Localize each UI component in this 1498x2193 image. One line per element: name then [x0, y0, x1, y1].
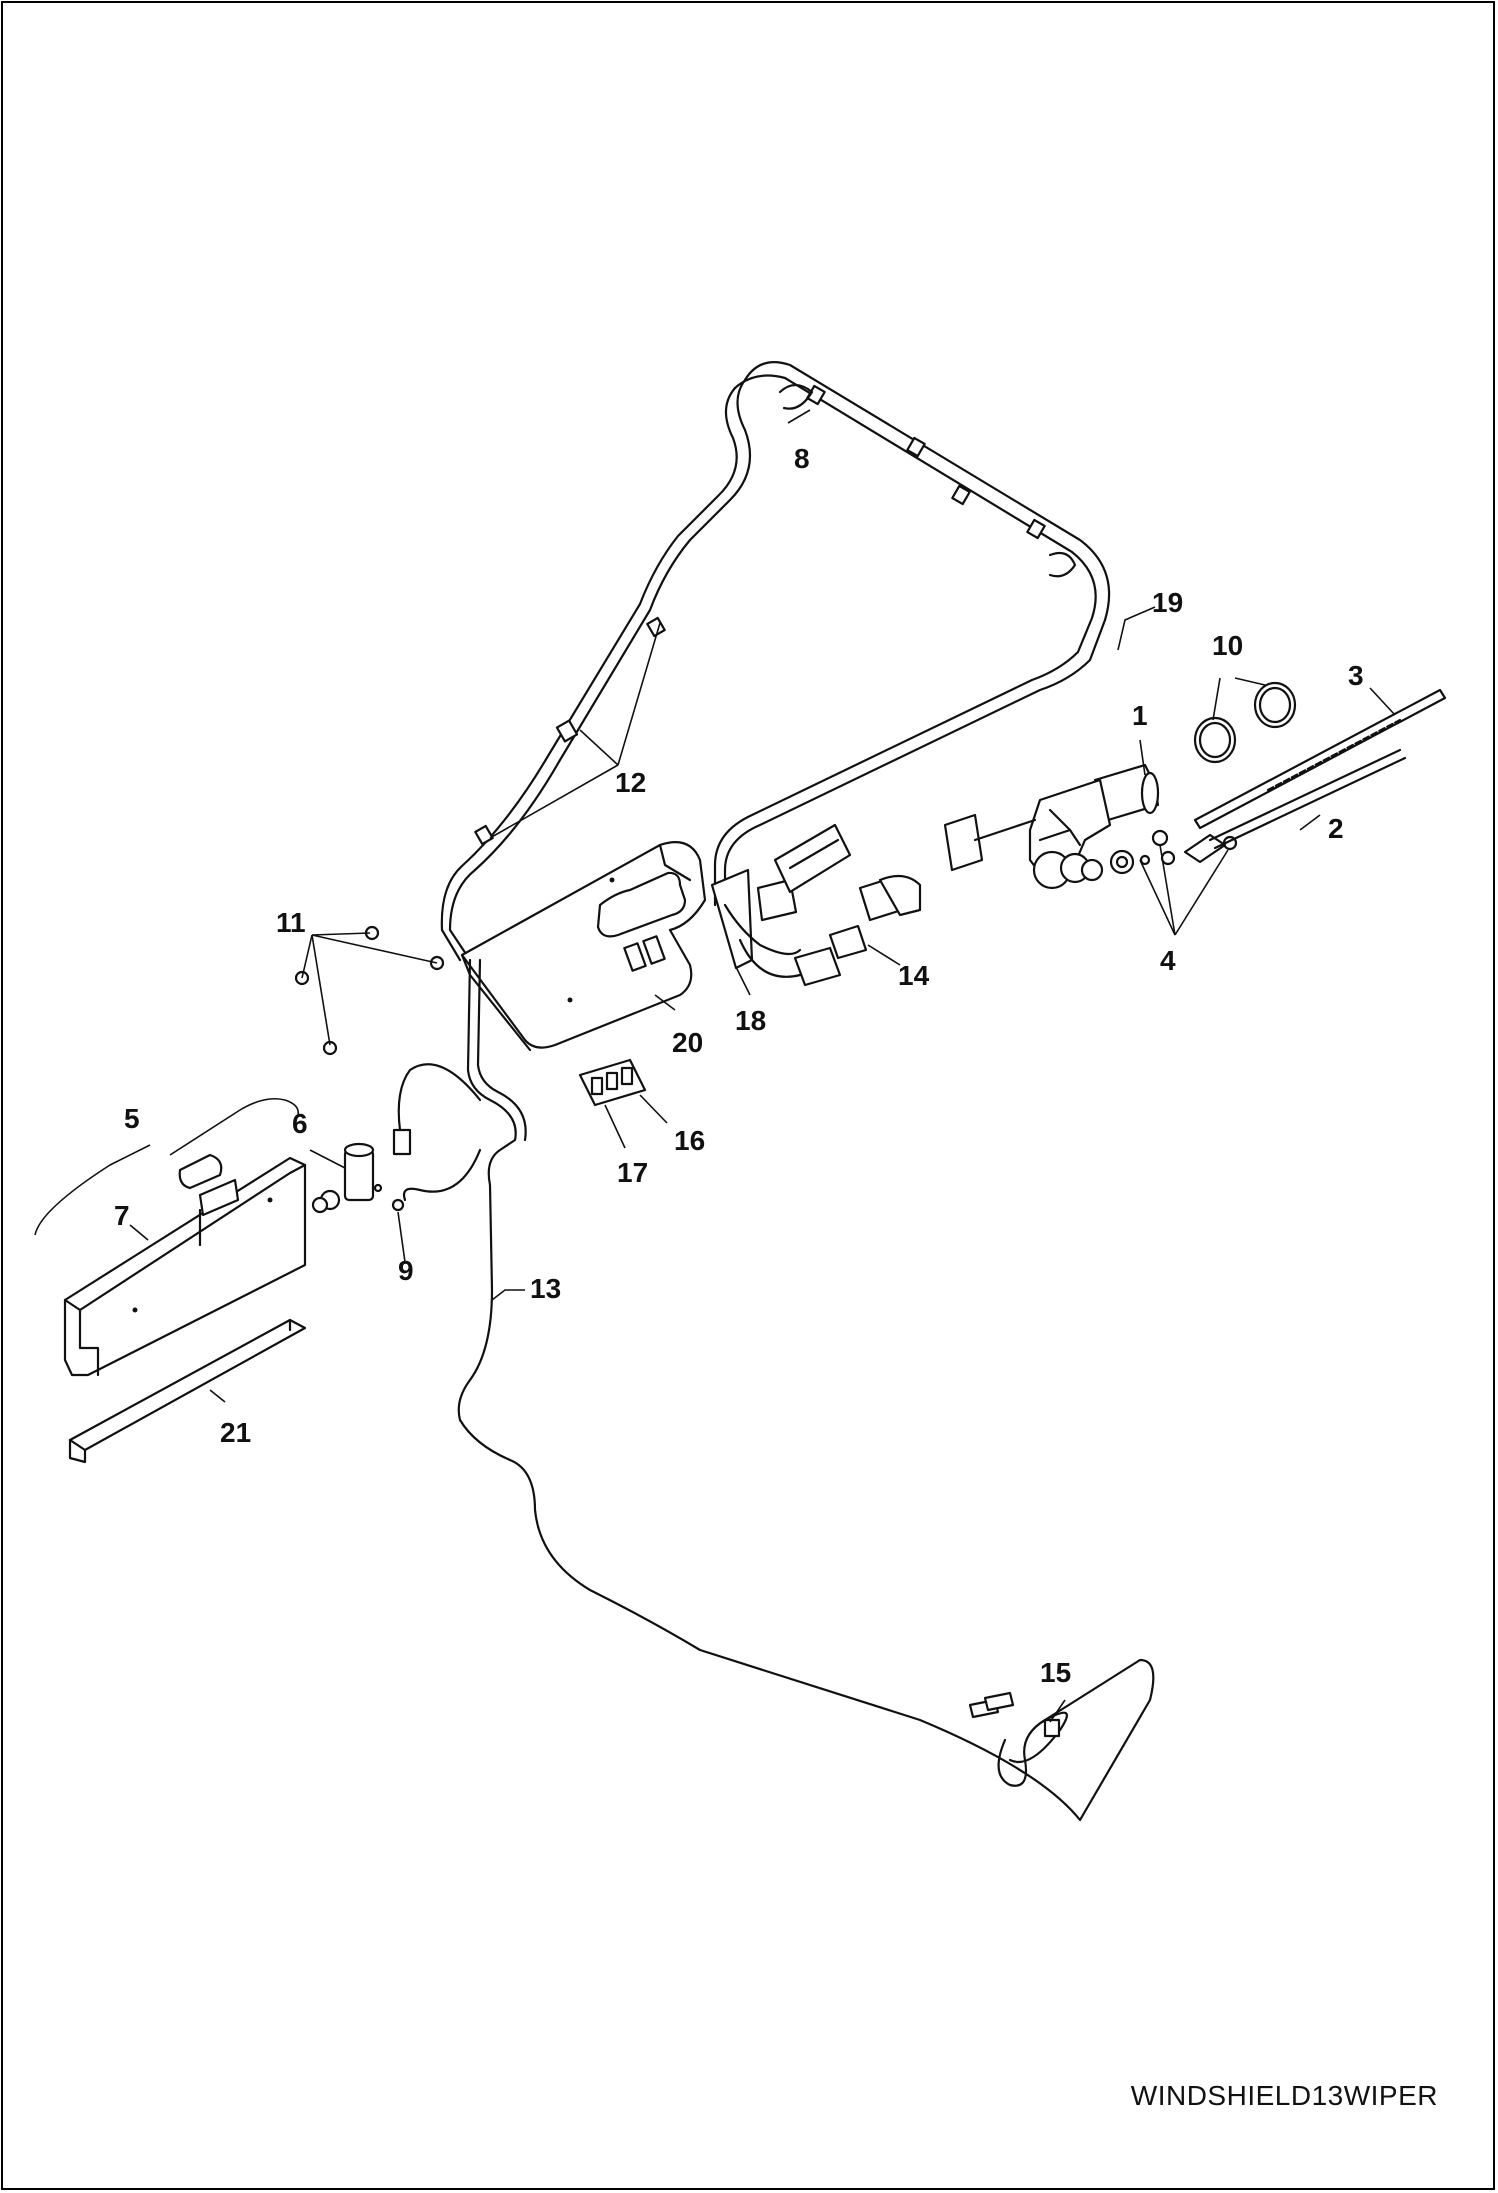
- callout-4: 4: [1160, 945, 1176, 976]
- callout-9: 9: [398, 1255, 414, 1286]
- callout-19: 19: [1152, 587, 1183, 618]
- leader-lines: [34, 409, 1396, 1723]
- callout-21: 21: [220, 1417, 251, 1448]
- drawing-reference-caption: WINDSHIELD13WIPER: [1130, 2080, 1438, 2111]
- washer-reservoir: [63, 1153, 307, 1377]
- callout-7: 7: [114, 1200, 130, 1231]
- hose-fitting: [391, 1198, 405, 1212]
- mounting-nuts: [294, 925, 445, 1056]
- wiper-arm-and-blade: [1183, 688, 1447, 864]
- callout-17: 17: [617, 1157, 648, 1188]
- callout-15: 15: [1040, 1657, 1071, 1688]
- callout-1: 1: [1132, 700, 1148, 731]
- switch-housing: [460, 841, 707, 1052]
- wiper-motor: [943, 763, 1160, 890]
- callout-14: 14: [898, 960, 930, 991]
- callout-3: 3: [1348, 660, 1364, 691]
- harness-connectors: [738, 874, 922, 987]
- callout-labels: 1 2 3 4 5 6 7 8 9 10 11 12 13 14 15 16 1…: [114, 443, 1364, 1688]
- callout-16: 16: [674, 1125, 705, 1156]
- washer-hose: [392, 958, 1155, 1822]
- mounting-strip: [68, 1318, 307, 1464]
- callout-10: 10: [1212, 630, 1243, 661]
- mounting-hardware: [1109, 829, 1238, 875]
- callout-5: 5: [124, 1103, 140, 1134]
- callout-20: 20: [672, 1027, 703, 1058]
- harness-panel: [773, 823, 852, 894]
- washer-pump: [311, 1142, 404, 1214]
- callout-18: 18: [735, 1005, 766, 1036]
- callout-6: 6: [292, 1108, 308, 1139]
- callout-2: 2: [1328, 813, 1344, 844]
- hose-clamps: [1193, 681, 1297, 764]
- callout-13: 13: [530, 1273, 561, 1304]
- callout-11: 11: [276, 907, 306, 938]
- wiring-harness-upper: [440, 361, 1111, 962]
- callout-12: 12: [615, 767, 646, 798]
- rocker-switch: [578, 1058, 647, 1107]
- callout-8: 8: [794, 443, 810, 474]
